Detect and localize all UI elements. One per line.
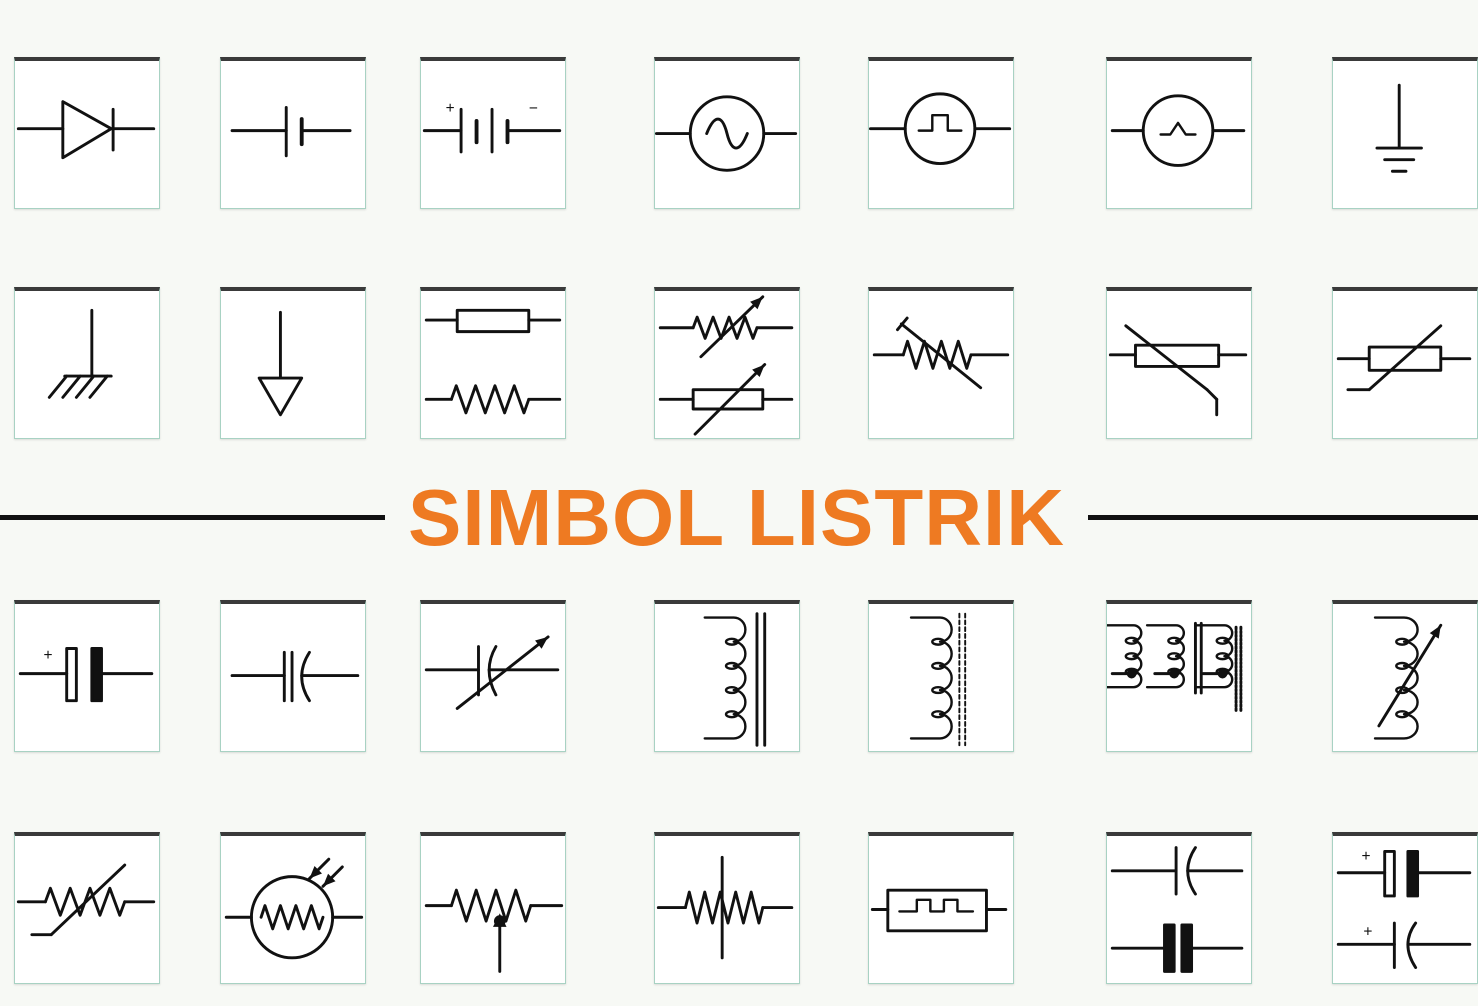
variable-resistor-icon [658,295,794,436]
preset-resistor-icon [872,316,1010,390]
resistor-icon [424,308,562,415]
symbol-card [220,57,366,209]
svg-text:+: + [1363,924,1372,941]
potentiometer-icon [424,888,564,973]
varistor-icon [1336,324,1472,392]
divider-left [0,515,385,520]
iron-core-inductor-icon [703,612,767,747]
polarized-capacitor-icon: + [18,647,154,703]
symbol-card [14,832,160,984]
ac-source-icon [655,95,798,172]
ferrite-core-inductor-icon [909,612,967,747]
multi-cell-battery-icon: +− [422,100,562,154]
tapped-inductors-icon [1107,621,1243,712]
symbol-card [220,287,366,439]
fuse-icon [870,888,1008,933]
symbol-card [654,832,800,984]
thermistor-icon [1108,324,1248,417]
symbol-card [654,287,800,439]
thermistor-zigzag-icon [16,863,156,937]
symbol-card: +− [420,57,566,209]
symbol-card [220,600,366,752]
symbol-card [1106,600,1252,752]
diode-icon [16,100,156,160]
symbol-card [1332,287,1478,439]
variable-capacitor-icon [424,635,560,710]
svg-text:−: − [529,100,538,117]
symbol-card [420,287,566,439]
symbol-card [420,600,566,752]
earth-ground-icon [1375,83,1423,173]
symbol-card [868,832,1014,984]
symbol-card [1332,57,1478,209]
polarized-capacitor-pair-icon: ++ [1336,848,1472,969]
symbol-card [1106,287,1252,439]
symbol-card [14,287,160,439]
symbol-card: ++ [1332,832,1478,984]
capacitor-pair-icon [1110,846,1244,973]
symbol-card [654,57,800,209]
symbol-card [1106,832,1252,984]
svg-text:+: + [446,100,455,117]
chassis-ground-icon [47,308,113,399]
symbol-card [1332,600,1478,752]
signal-ground-icon [257,310,304,417]
tapped-resistor-icon [656,855,794,960]
symbol-card [1106,57,1252,209]
svg-text:+: + [43,647,52,664]
symbol-card [868,600,1014,752]
divider-right [1088,515,1478,520]
symbol-card: + [14,600,160,752]
triangle-wave-source-icon [1110,94,1246,167]
square-wave-source-icon [869,92,1012,165]
symbol-card [654,600,800,752]
symbol-card [420,832,566,984]
symbol-card [220,832,366,984]
capacitor-icon [230,650,360,703]
symbol-card [14,57,160,209]
variable-inductor-icon [1373,616,1443,740]
page-title: SIMBOL LISTRIK [408,473,1065,562]
svg-text:+: + [1361,848,1370,865]
cell-battery-icon [230,105,352,158]
ldr-icon [224,857,364,960]
symbol-card [868,287,1014,439]
symbol-card [868,57,1014,209]
